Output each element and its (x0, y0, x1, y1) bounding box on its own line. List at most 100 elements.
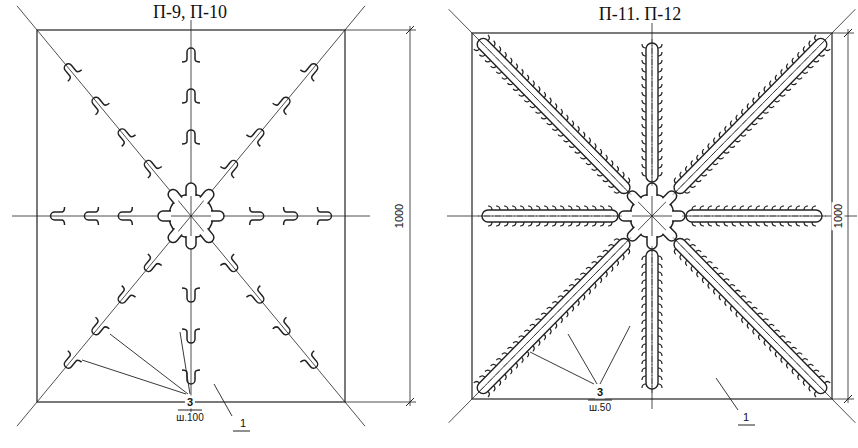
anchor-hook (580, 143, 597, 160)
anchor-hook (597, 255, 614, 272)
anchor-hook (513, 340, 530, 357)
anchor-hook (544, 206, 548, 226)
anchor-hook (642, 344, 662, 348)
anchor-hook (642, 60, 662, 64)
anchor-hook (479, 41, 496, 58)
anchor-hook (512, 206, 516, 226)
leader-line (214, 384, 232, 416)
dimension-line (848, 29, 849, 403)
anchor-loop (182, 370, 200, 384)
anchor-hook (764, 206, 768, 226)
anchor-hook (575, 277, 592, 294)
anchor-loop (273, 317, 296, 339)
anchor-hook (732, 206, 736, 226)
anchor-hook (642, 280, 662, 284)
spacing-note: ш.100 (174, 412, 206, 424)
anchor-hook (751, 317, 768, 334)
anchor-loop (51, 207, 65, 225)
spacing-note: ш.50 (587, 402, 613, 414)
anchor-loop (246, 124, 269, 146)
anchor-hook (796, 206, 800, 226)
anchor-hook (642, 296, 662, 300)
ring-loop (200, 187, 216, 203)
anchor-hook (774, 340, 791, 357)
anchor-hook (520, 206, 524, 226)
dimension-tick (844, 395, 852, 403)
strip-axis (652, 246, 653, 393)
anchor-row (182, 48, 200, 144)
strip-axis (652, 39, 653, 186)
anchor-loop (113, 124, 136, 146)
anchor-hook (813, 380, 830, 397)
anchor-hook (718, 132, 735, 149)
anchor-hook (558, 121, 575, 138)
anchor-hook (642, 368, 662, 372)
anchor-hook (642, 68, 662, 72)
anchor-hook (642, 148, 662, 152)
anchor-strip (672, 36, 830, 196)
anchor-hook (802, 369, 819, 386)
anchor-loop (182, 89, 200, 103)
anchor-hook (547, 306, 564, 323)
leader-line (716, 378, 738, 410)
axis-line (449, 9, 856, 423)
anchor-loop (87, 317, 110, 339)
anchor-hook (746, 312, 763, 329)
anchor-hook (748, 206, 752, 226)
anchor-hook (568, 206, 572, 226)
anchor-row (469, 230, 638, 401)
anchor-loop (182, 329, 200, 343)
leader-line (600, 326, 630, 384)
anchor-hook (718, 283, 735, 300)
anchor-hook (642, 164, 662, 168)
leader-line (82, 360, 186, 394)
anchor-loop (220, 254, 243, 276)
anchor-hook (541, 103, 558, 120)
axis-line (17, 6, 365, 426)
anchor-hook (701, 149, 718, 166)
anchor-hook (496, 58, 513, 75)
anchor-row (469, 30, 638, 201)
anchor-hook (673, 238, 690, 255)
anchor-hook (642, 76, 662, 80)
anchor-hook (642, 264, 662, 268)
anchor-hook (785, 64, 802, 81)
anchor-hook (768, 81, 785, 98)
anchor-row (666, 230, 835, 401)
anchor-hook (642, 272, 662, 276)
anchor-hook (701, 266, 718, 283)
anchor-hook (707, 143, 724, 160)
anchor-hook (642, 116, 662, 120)
anchor-hook (524, 329, 541, 346)
callout-number: 3 (595, 386, 605, 399)
anchor-hook (796, 52, 813, 69)
callout-number: 1 (238, 417, 248, 430)
anchor-hook (757, 92, 774, 109)
extension-line (345, 402, 416, 403)
anchor-hook (740, 206, 744, 226)
anchor-hook (614, 178, 631, 195)
anchor-hook (642, 256, 662, 260)
anchor-loop (118, 207, 132, 225)
strip-axis (478, 216, 622, 217)
anchor-hook (502, 64, 519, 81)
anchor-hook (488, 206, 492, 226)
ring-loop-path (211, 211, 224, 221)
anchor-hook (690, 161, 707, 178)
anchor-loop (182, 288, 200, 302)
anchor-hook (642, 84, 662, 88)
anchor-hook (796, 363, 813, 380)
anchor-row (59, 59, 162, 178)
callout-underline (738, 425, 755, 426)
anchor-hook (712, 277, 729, 294)
anchor-hook (504, 206, 508, 226)
anchor-hook (564, 126, 581, 143)
ring-loop-path (166, 228, 182, 244)
anchor-hook (735, 300, 752, 317)
anchor-hook (746, 103, 763, 120)
anchor-hook (642, 328, 662, 332)
anchor-hook (763, 86, 780, 103)
anchor-hook (576, 206, 580, 226)
anchor-hook (524, 86, 541, 103)
ring-loop (158, 211, 171, 221)
